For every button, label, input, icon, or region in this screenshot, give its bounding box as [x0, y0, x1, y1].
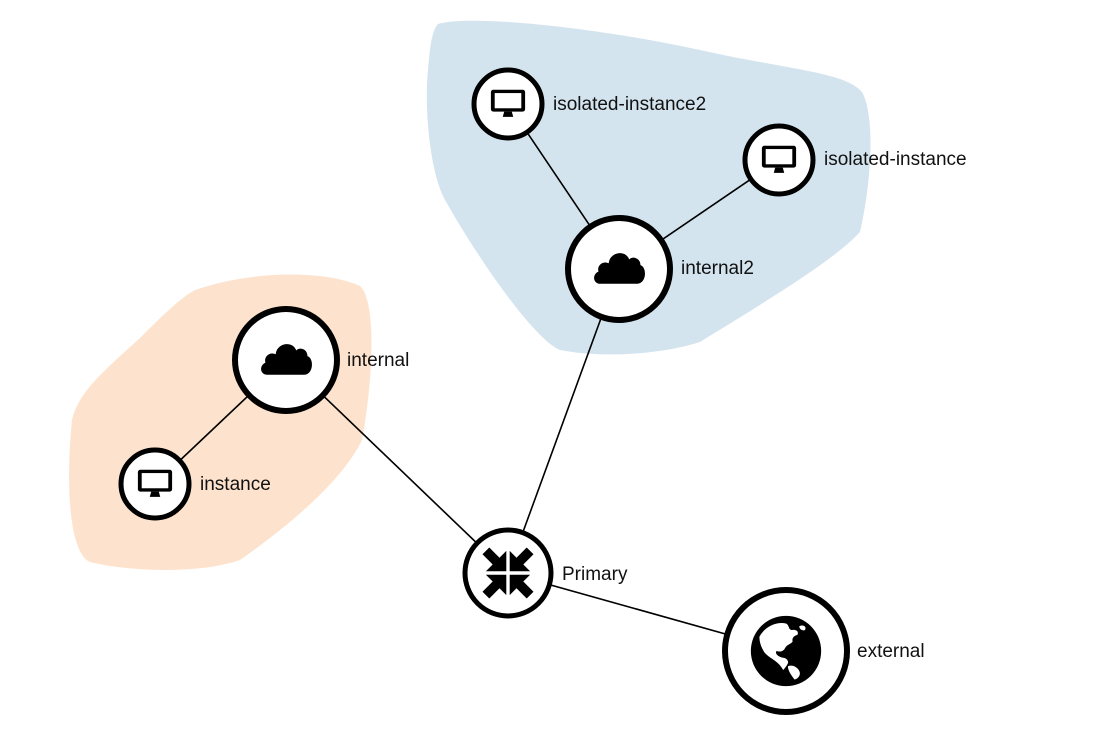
node-isolated-instance2[interactable]: isolated-instance2 — [471, 67, 706, 141]
node-label: isolated-instance — [824, 149, 967, 170]
node-internal[interactable]: internal — [232, 306, 409, 414]
node-label: internal2 — [681, 258, 754, 279]
node-label: Primary — [562, 564, 628, 585]
node-internal2[interactable]: internal2 — [565, 215, 754, 323]
node-label: isolated-instance2 — [553, 94, 706, 115]
node-primary-router[interactable]: Primary — [462, 527, 628, 619]
node-label: external — [857, 641, 925, 662]
node-label: instance — [200, 474, 271, 495]
node-external[interactable]: external — [722, 587, 925, 715]
node-instance[interactable]: instance — [118, 447, 271, 521]
globe-icon — [750, 615, 822, 687]
node-label: internal — [347, 350, 409, 371]
node-isolated-instance[interactable]: isolated-instance — [742, 123, 967, 197]
